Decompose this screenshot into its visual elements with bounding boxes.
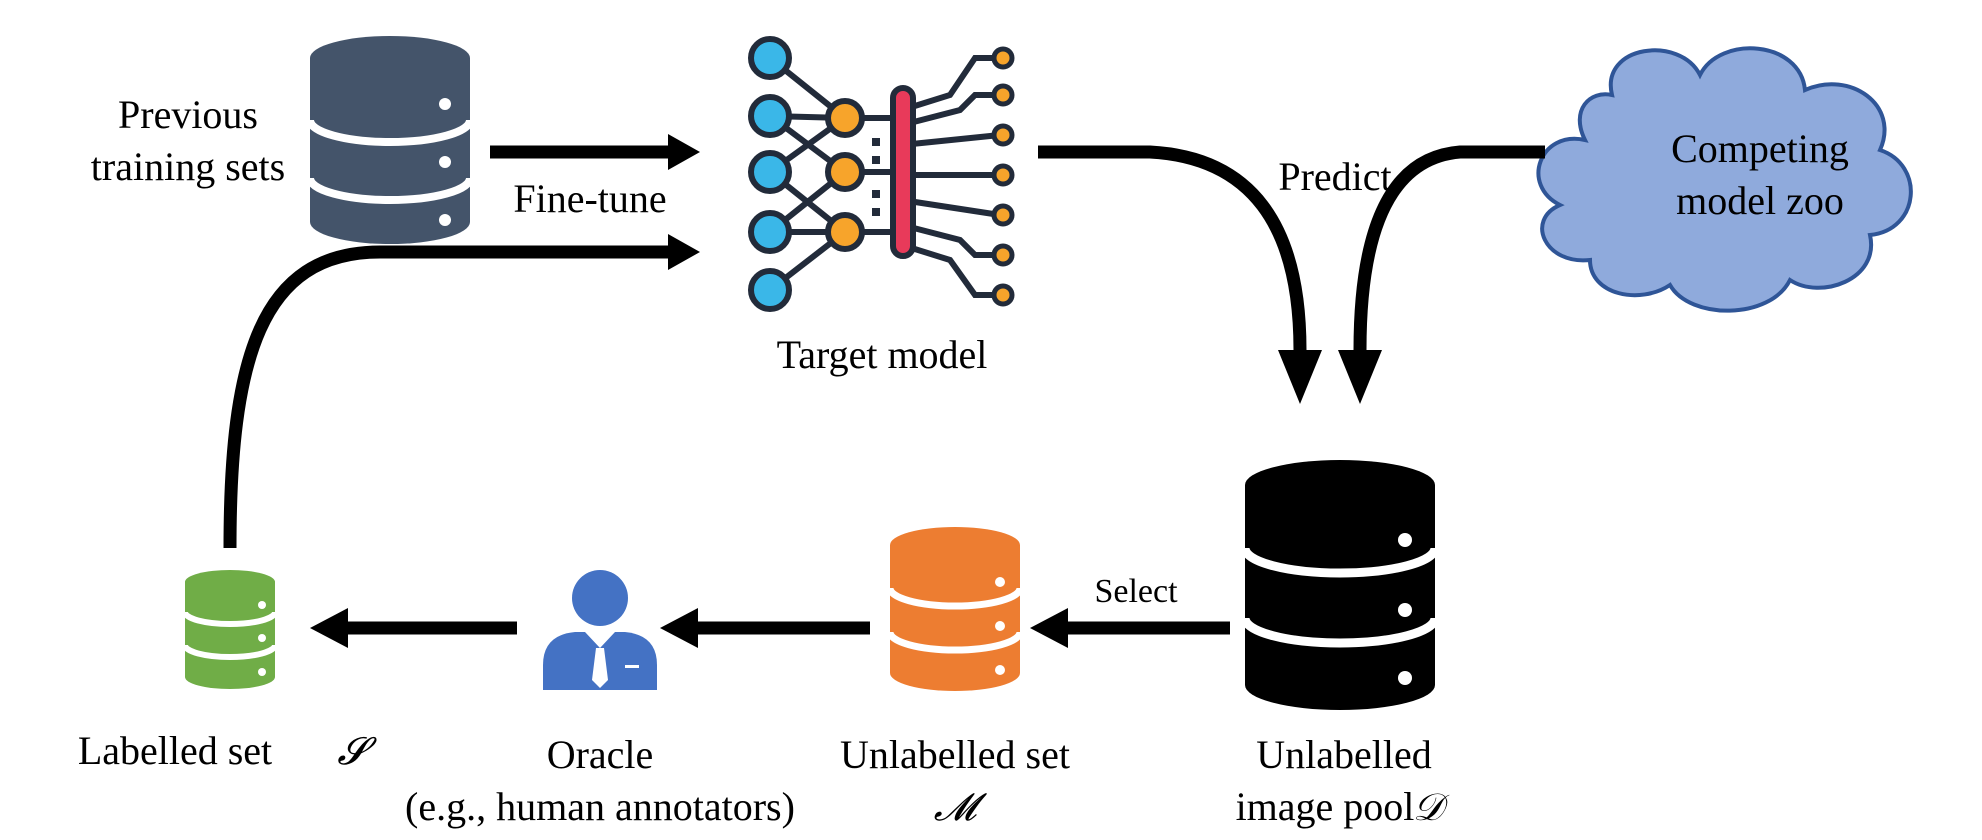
competing-model-zoo-cloud-icon [1536,46,1913,313]
edge-label-select: Select [1094,573,1178,610]
neural-network-input-nodes [748,36,792,312]
previous-training-sets-database-icon [306,36,474,244]
arrow-target-to-pool [1038,145,1307,351]
unlabelled-set-database-icon [886,527,1024,691]
unlabelled-image-pool-label-line2: image pool [1236,784,1415,829]
oracle-label-line2: (e.g., human annotators) [405,784,795,829]
labelled-set-label: Labelled set [78,728,272,773]
previous-training-sets-label-line1: Previous [118,92,258,137]
edge-label-fine-tune: Fine-tune [513,176,666,221]
neural-network-icon [768,55,1001,298]
competing-model-zoo-label-line2: model zoo [1676,178,1844,223]
labelled-set-database-icon [182,570,278,689]
previous-training-sets-label-line2: training sets [91,144,285,189]
neural-network-hidden-nodes [825,98,880,252]
unlabelled-image-pool-label-line1: Unlabelled [1256,732,1432,777]
unlabelled-set-symbol: 𝓜 [934,785,988,829]
competing-model-zoo-label-line1: Competing [1671,126,1849,171]
target-model-label: Target model [777,332,988,377]
neural-network-bar [890,85,916,259]
oracle-person-icon [543,570,657,690]
arrowheads [310,134,1382,648]
labelled-set-symbol: 𝓢 [337,729,377,773]
neural-network-output-nodes [991,46,1015,307]
edge-label-predict: Predict [1278,154,1391,199]
unlabelled-image-pool-database-icon [1240,460,1440,710]
arrow-labelled-to-target [223,245,670,549]
arrow-cloud-to-pool [1353,145,1545,351]
oracle-label-line1: Oracle [547,732,654,777]
unlabelled-image-pool-symbol: 𝒟 [1413,785,1450,829]
unlabelled-set-label: Unlabelled set [840,732,1070,777]
